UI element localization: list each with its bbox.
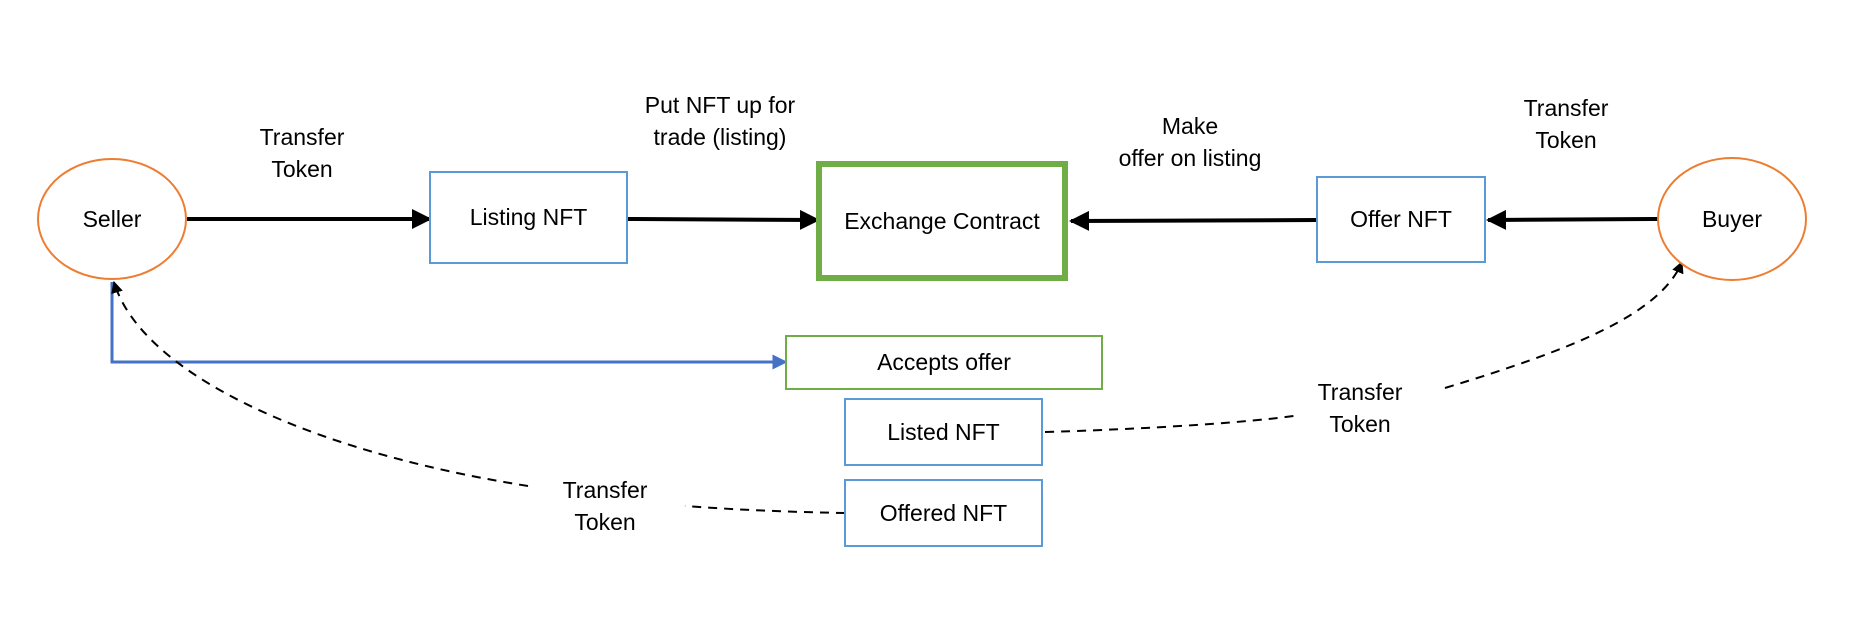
listed-nft-box: Listed NFT xyxy=(844,398,1043,466)
accepts-offer-box: Accepts offer xyxy=(785,335,1103,390)
edge-label-line: Transfer xyxy=(1523,95,1609,121)
exchange-contract-box: Exchange Contract xyxy=(816,161,1068,281)
seller-node: Seller xyxy=(37,158,187,280)
buyer-label: Buyer xyxy=(1701,205,1763,232)
listing-nft-label: Listing NFT xyxy=(469,204,588,230)
edge-label-offered-to-seller: Transfer Token xyxy=(545,474,665,538)
edge-label-listed-to-buyer: Transfer Token xyxy=(1300,376,1420,440)
offer-nft-box: Offer NFT xyxy=(1316,176,1486,263)
arrow-buyer-to-offer xyxy=(1486,209,1659,230)
offer-nft-label: Offer NFT xyxy=(1350,206,1452,232)
edge-label-line: Make xyxy=(1161,113,1219,139)
offered-nft-box: Offered NFT xyxy=(844,479,1043,547)
edge-label-line: Token xyxy=(271,156,333,182)
arrow-listing-to-exchange xyxy=(626,209,820,230)
edge-label-line: offer on listing xyxy=(1118,145,1262,171)
seller-label: Seller xyxy=(82,205,142,232)
edge-label-line: Transfer xyxy=(259,124,345,150)
edge-label-listing-to-exchange: Put NFT up for trade (listing) xyxy=(630,89,810,153)
arrow-seller-accepts-offer xyxy=(110,282,788,370)
offered-nft-label: Offered NFT xyxy=(879,499,1008,526)
listing-nft-box: Listing NFT xyxy=(429,171,628,264)
edge-label-line: trade (listing) xyxy=(653,124,787,150)
arrow-offer-to-exchange xyxy=(1069,210,1319,231)
edge-label-line: Put NFT up for xyxy=(644,92,796,118)
edge-label-line: Token xyxy=(1329,411,1391,437)
buyer-node: Buyer xyxy=(1657,157,1807,281)
edge-label-line: Token xyxy=(1535,127,1597,153)
edge-label-seller-to-listing: Transfer Token xyxy=(242,121,362,185)
edge-label-offer-to-exchange: Make offer on listing xyxy=(1100,110,1280,174)
edge-label-buyer-to-offer: Transfer Token xyxy=(1506,92,1626,156)
dashed-arrow-offered-to-seller xyxy=(114,282,846,514)
exchange-contract-label: Exchange Contract xyxy=(844,207,1040,234)
accepts-offer-label: Accepts offer xyxy=(877,349,1011,375)
listed-nft-label: Listed NFT xyxy=(887,418,1000,445)
dashed-arrow-listed-to-buyer xyxy=(1044,262,1682,433)
edge-label-line: Token xyxy=(574,509,636,535)
edge-label-line: Transfer xyxy=(1317,379,1403,405)
edge-label-line: Transfer xyxy=(562,477,648,503)
